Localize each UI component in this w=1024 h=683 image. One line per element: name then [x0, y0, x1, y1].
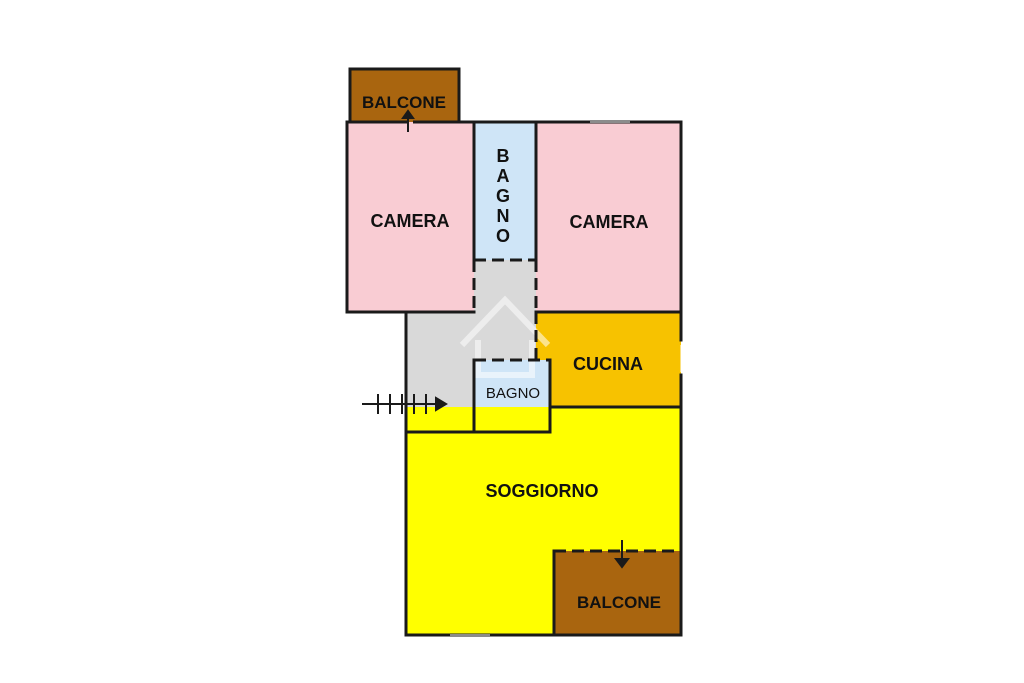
room-soggiorno-lower-left: [406, 432, 554, 635]
bagno-letter: A: [497, 166, 510, 186]
room-balcone-bottom: [554, 551, 681, 635]
walls: [345, 67, 683, 637]
bagno-letter: B: [497, 146, 510, 166]
room-balcone-top: [350, 69, 459, 122]
label-balcone-bottom: BALCONE: [577, 593, 661, 612]
house-watermark-icon: [459, 295, 551, 378]
room-camera-left: [347, 122, 474, 312]
label-camera-right: CAMERA: [570, 212, 649, 232]
label-cucina: CUCINA: [573, 354, 643, 374]
room-camera-right: [536, 122, 681, 312]
bagno-letter: O: [496, 226, 510, 246]
label-bagno-small: BAGNO: [486, 385, 540, 402]
room-cucina: [536, 312, 681, 407]
arrow-down-icon: [614, 540, 630, 569]
bagno-letter: G: [496, 186, 510, 206]
label-balcone-top: BALCONE: [362, 93, 446, 112]
label-camera-left: CAMERA: [371, 211, 450, 231]
label-bagno-vertical: B A G N O: [496, 146, 510, 246]
room-corridor-upper: [474, 260, 536, 360]
room-bagno-top: [474, 122, 536, 260]
openings: [395, 120, 681, 553]
window-marks: [450, 121, 682, 636]
bagno-letter: N: [497, 206, 510, 226]
staircase-arrow-icon: [362, 394, 448, 414]
label-soggiorno: SOGGIORNO: [485, 481, 598, 501]
arrow-up-icon: [401, 109, 415, 132]
